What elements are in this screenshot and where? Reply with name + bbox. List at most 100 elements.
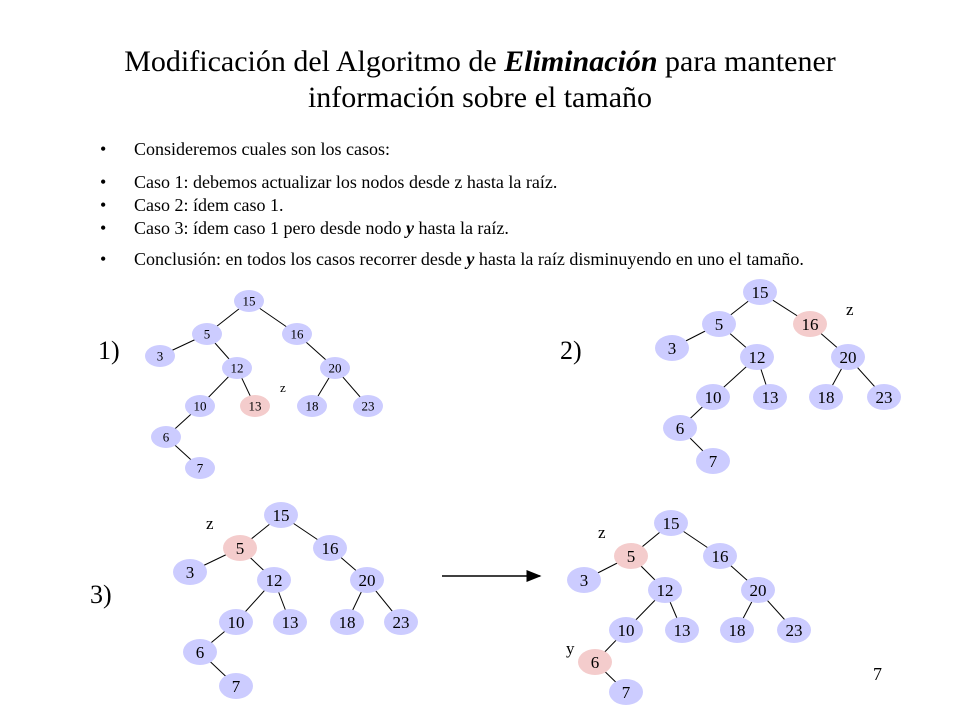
tree-node-label: 12 [657, 581, 674, 600]
tree-node-16 [793, 311, 827, 337]
bullet-text: Caso 1: debemos actualizar los nodos des… [134, 172, 558, 192]
tree-node-5 [614, 543, 648, 569]
bullet-variable: y [466, 249, 475, 269]
page-number: 7 [873, 664, 882, 684]
tree-node-label: 12 [749, 348, 766, 367]
case-label-3: 3) [90, 580, 112, 609]
tree-node-16 [282, 323, 312, 345]
bullet-variable: y [405, 218, 414, 238]
tree-node-20 [320, 357, 350, 379]
tree-node-5 [192, 323, 222, 345]
tree-node-3 [173, 559, 207, 585]
tree-node-label: 12 [266, 571, 283, 590]
slide-title: Modificación del Algoritmo de Eliminació… [60, 44, 900, 116]
tree-node-23 [867, 384, 901, 410]
tree-node-label: 23 [362, 399, 375, 414]
tree-node-label: 18 [818, 388, 835, 407]
title-line-2: información sobre el tamaño [307, 81, 653, 114]
node-pointer-y: y [566, 639, 575, 658]
bullet-item-2: •Caso 1: debemos actualizar los nodos de… [100, 171, 880, 194]
tree-node-15 [654, 510, 688, 536]
node-pointer-z: z [846, 300, 854, 319]
tree-node-3 [655, 335, 689, 361]
tree-node-15 [264, 502, 298, 528]
tree-node-10 [185, 395, 215, 417]
tree-node-13 [753, 384, 787, 410]
tree-node-23 [384, 609, 418, 635]
tree-node-13 [273, 609, 307, 635]
tree-node-label: 16 [322, 539, 339, 558]
tree-node-label: 3 [580, 571, 589, 590]
tree-node-label: 3 [668, 339, 677, 358]
tree-node-16 [313, 535, 347, 561]
tree-node-5 [223, 535, 257, 561]
tree-node-12 [222, 357, 252, 379]
tree-node-label: 18 [339, 613, 356, 632]
bullet-list: •Consideremos cuales son los casos: •Cas… [100, 138, 880, 271]
tree-node-label: 6 [591, 653, 600, 672]
tree-node-label: 5 [627, 547, 636, 566]
bullet-marker: • [100, 249, 107, 269]
bullet-item-3: •Caso 2: ídem caso 1. [100, 194, 880, 217]
tree-node-label: 7 [622, 683, 631, 702]
title-emphasis: Eliminación [504, 45, 658, 78]
tree-node-13 [240, 395, 270, 417]
tree-node-label: 10 [618, 621, 635, 640]
tree-node-18 [297, 395, 327, 417]
tree-node-7 [185, 457, 215, 479]
tree-node-20 [350, 567, 384, 593]
tree-node-20 [741, 577, 775, 603]
bullet-marker: • [100, 218, 107, 238]
tree-node-5 [702, 311, 736, 337]
tree-node-7 [219, 673, 253, 699]
tree-node-label: 15 [243, 294, 256, 309]
node-pointer-z: z [598, 523, 606, 542]
bullet-text: hasta la raíz disminuyendo en uno el tam… [474, 249, 804, 269]
tree-node-15 [743, 279, 777, 305]
tree-node-12 [740, 344, 774, 370]
tree-node-label: 20 [329, 361, 342, 376]
tree-node-6 [578, 649, 612, 675]
tree-node-18 [809, 384, 843, 410]
tree-node-label: 20 [750, 581, 767, 600]
tree-node-23 [777, 617, 811, 643]
bullet-marker: • [100, 195, 107, 215]
tree-node-label: 10 [228, 613, 245, 632]
tree-node-label: 13 [762, 388, 779, 407]
title-line-1: Modificación del Algoritmo de Eliminació… [60, 44, 900, 80]
tree-node-label: 5 [204, 327, 211, 342]
tree-node-label: 3 [157, 349, 164, 364]
tree-node-label: 5 [715, 315, 724, 334]
tree-node-label: 15 [273, 506, 290, 525]
tree-node-label: 18 [729, 621, 746, 640]
tree-node-label: 6 [196, 643, 205, 662]
tree-node-label: 5 [236, 539, 245, 558]
tree-node-label: 23 [786, 621, 803, 640]
tree-node-3 [145, 345, 175, 367]
tree-node-label: 20 [359, 571, 376, 590]
tree-node-10 [609, 617, 643, 643]
tree-node-label: 13 [282, 613, 299, 632]
tree-node-label: 23 [393, 613, 410, 632]
bullet-text: Conclusión: en todos los casos recorrer … [134, 249, 467, 269]
tree-node-18 [720, 617, 754, 643]
tree-node-label: 13 [249, 399, 262, 414]
tree-node-23 [353, 395, 383, 417]
tree-node-label: 3 [186, 563, 195, 582]
bullet-item-1: •Consideremos cuales son los casos: [100, 138, 880, 161]
tree-node-15 [234, 290, 264, 312]
tree-node-10 [696, 384, 730, 410]
tree-node-label: 13 [674, 621, 691, 640]
bullet-text: Caso 3: ídem caso 1 pero desde nodo [134, 218, 406, 238]
tree-node-7 [609, 679, 643, 705]
tree-node-label: 7 [197, 461, 204, 476]
tree-node-label: 7 [232, 677, 241, 696]
tree-node-6 [663, 415, 697, 441]
bullet-text: Consideremos cuales son los casos: [134, 139, 390, 159]
title-text-post: para mantener [657, 45, 836, 78]
